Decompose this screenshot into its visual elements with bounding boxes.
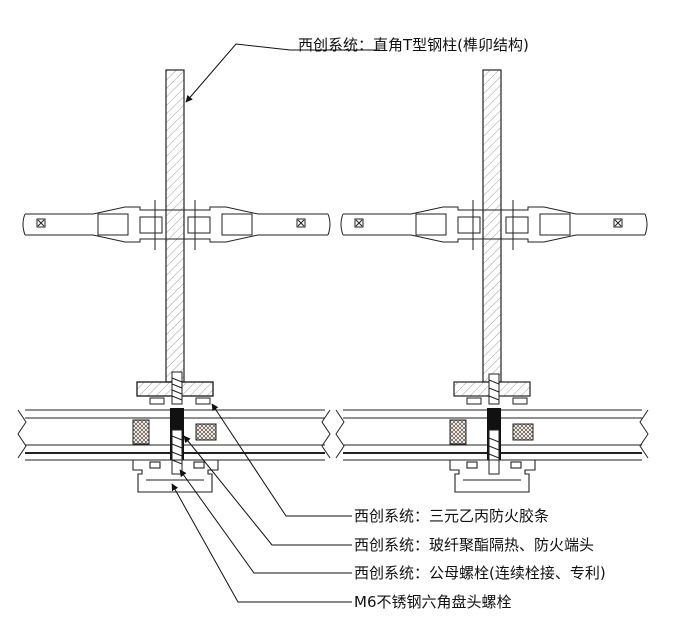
right-spacer-right	[512, 423, 534, 441]
label-m6-bolt: M6不锈钢六角盘头螺栓	[354, 593, 512, 611]
right-bolt	[488, 373, 500, 475]
right-steel-column	[482, 69, 502, 383]
label-steel-column: 西创系统：直角T型钢柱(榫卯结构)	[298, 36, 529, 54]
left-assembly	[17, 69, 331, 493]
left-beam	[22, 200, 331, 250]
left-spacer-right	[195, 423, 217, 441]
right-spacer-left	[449, 419, 467, 445]
leader-lines	[171, 43, 380, 603]
label-epdm-gasket: 西创系统：三元乙丙防火胶条	[354, 507, 550, 525]
right-beam	[340, 200, 648, 250]
right-assembly	[335, 69, 649, 493]
left-spacer-left	[132, 419, 150, 445]
left-steel-column	[165, 69, 185, 383]
right-pressure-plate	[449, 459, 536, 493]
label-fire-end-piece: 西创系统：玻纤聚酯隔热、防火端头	[354, 536, 595, 554]
label-bolt-system: 西创系统：公母螺栓(连续栓接、专利)	[354, 564, 606, 582]
left-bolt	[171, 371, 183, 475]
left-pressure-plate	[132, 459, 219, 493]
